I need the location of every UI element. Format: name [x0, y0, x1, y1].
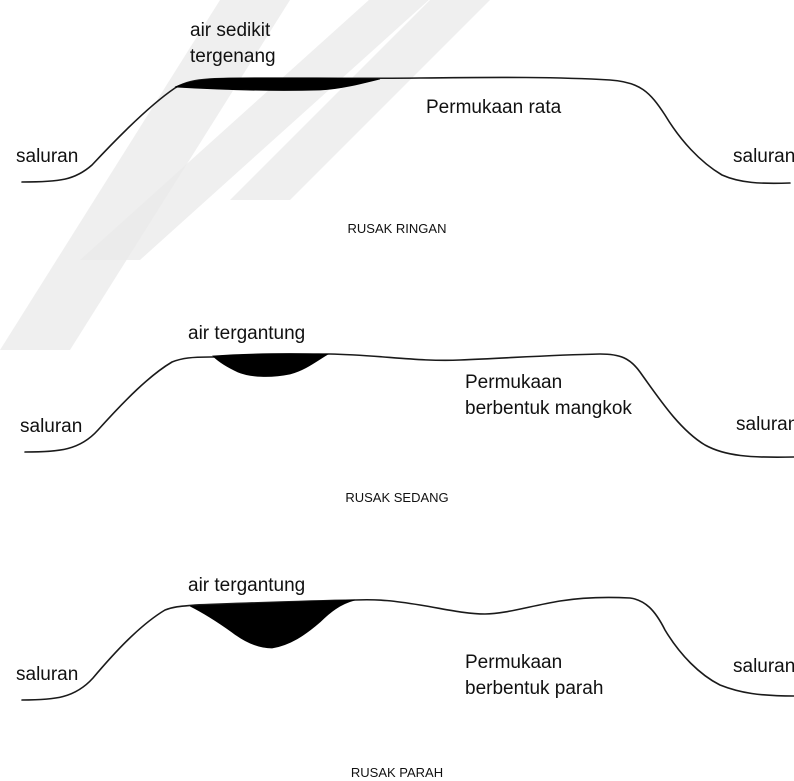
surface-label-parah-line-2: berbentuk parah [465, 678, 603, 699]
caption-parah: RUSAK PARAH [351, 765, 443, 780]
water-label-ringan: air sedikit tergenang [190, 20, 276, 67]
road-profile-parah [21, 596, 794, 701]
surface-label-sedang-line-2: berbentuk mangkok [465, 398, 632, 419]
right-channel-label-parah: saluran [733, 656, 794, 677]
panel-rusak-parah: air tergantung Permukaan berbentuk parah… [16, 575, 794, 780]
water-label-sedang: air tergantung [188, 323, 305, 344]
caption-sedang: RUSAK SEDANG [345, 490, 448, 505]
watermark-stroke-2 [80, 0, 429, 260]
road-profile-ringan [21, 76, 791, 185]
surface-label-sedang: Permukaan berbentuk mangkok [465, 372, 632, 419]
caption-ringan: RUSAK RINGAN [348, 221, 447, 236]
water-label-ringan-line-2: tergenang [190, 46, 276, 67]
left-channel-label-parah: saluran [16, 664, 78, 685]
water-label-parah: air tergantung [188, 575, 305, 596]
water-label-ringan-line-1: air sedikit [190, 20, 271, 41]
surface-label-parah: Permukaan berbentuk parah [465, 652, 603, 699]
surface-label-ringan: Permukaan rata [426, 97, 562, 118]
hanging-water-parah [189, 599, 356, 649]
hanging-water-sedang [212, 353, 330, 377]
panel-rusak-sedang: air tergantung Permukaan berbentuk mangk… [20, 323, 794, 505]
standing-water-ringan [174, 77, 381, 91]
left-channel-label-ringan: saluran [16, 146, 78, 167]
right-channel-label-sedang: saluran [736, 414, 794, 435]
surface-label-parah-line-1: Permukaan [465, 652, 562, 673]
road-profile-sedang [24, 353, 794, 459]
left-channel-label-sedang: saluran [20, 416, 82, 437]
panel-rusak-ringan: air sedikit tergenang Permukaan rata sal… [16, 20, 794, 236]
watermark-stroke-3 [230, 0, 490, 200]
surface-label-sedang-line-1: Permukaan [465, 372, 562, 393]
right-channel-label-ringan: saluran [733, 146, 794, 167]
